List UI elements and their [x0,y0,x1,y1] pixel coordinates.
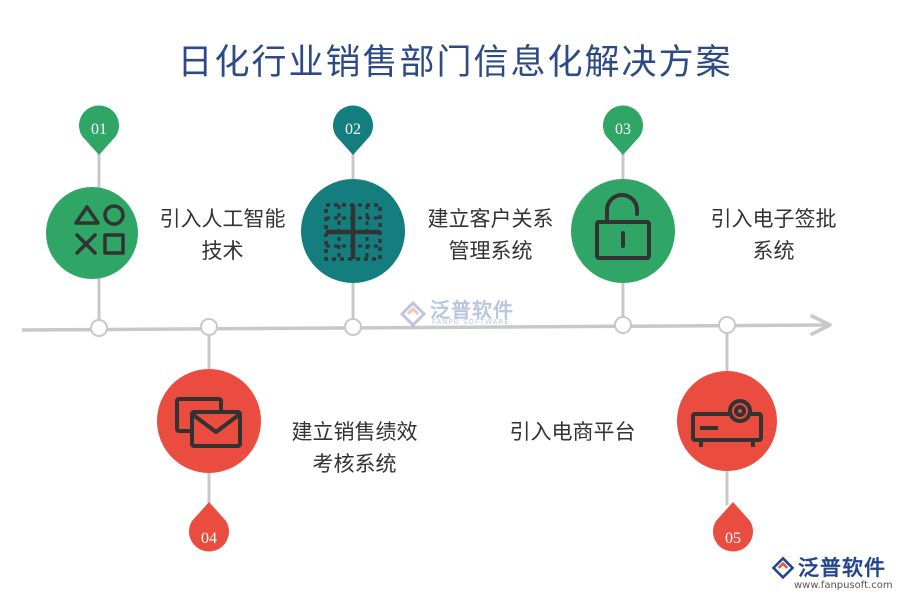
watermark-logo-icon [399,300,427,328]
step-label-02-line2: 管理系统 [448,239,533,263]
brand-name: 泛普软件 [798,556,886,580]
step-label-04-line1: 建立销售绩效 [291,420,418,444]
step-label-02: 建立客户关系 管理系统 [418,203,563,267]
pin-number-04: 04 [201,530,217,547]
grid-icon [324,203,382,261]
step-label-02-line1: 建立客户关系 [427,207,554,231]
step-label-03-line1: 引入电子签批 [710,207,837,231]
brand-logo: 泛普软件 www.fanpusoft.com [770,550,895,598]
step-label-01-line1: 引入人工智能 [159,207,286,231]
timeline-arrowhead [810,314,832,336]
pin-number-01: 01 [91,121,107,138]
step-label-05-line1: 引入电商平台 [509,420,636,444]
pin-01 [79,105,119,155]
watermark-text: 泛普软件 [430,298,514,322]
step-circle-01 [46,187,138,279]
step-label-05: 引入电商平台 [500,416,645,448]
pin-04 [189,502,230,552]
watermark: 泛普软件 FANPU SOFTWARE [398,296,548,330]
pin-05 [713,502,754,552]
timeline-node-05 [718,316,736,334]
timeline-node-04 [200,318,218,336]
pin-02 [333,105,374,155]
pin-number-03: 03 [615,121,631,138]
unlock-icon [595,193,651,260]
watermark-subtext: FANPU SOFTWARE [432,318,510,326]
timeline-node-03 [614,316,632,334]
step-label-04: 建立销售绩效 考核系统 [282,416,427,480]
projector-icon [691,399,763,447]
timeline-axis [21,323,827,332]
shapes-icon [74,204,125,255]
timeline-node-01 [90,319,108,337]
step-label-04-line2: 考核系统 [312,452,397,476]
step-label-01: 引入人工智能 技术 [150,203,295,267]
timeline-node-02 [344,318,362,336]
page-title: 日化行业销售部门信息化解决方案 [177,43,733,83]
mail-icon [175,397,242,448]
brand-url: www.fanpusoft.com [794,580,893,591]
pin-03 [603,105,643,155]
step-label-03: 引入电子签批 系统 [701,203,846,267]
brand-logo-icon [771,556,795,580]
step-label-01-line2: 技术 [201,239,244,263]
step-label-03-line2: 系统 [752,239,795,263]
pin-number-02: 02 [345,121,361,138]
pin-number-05: 05 [725,530,741,547]
